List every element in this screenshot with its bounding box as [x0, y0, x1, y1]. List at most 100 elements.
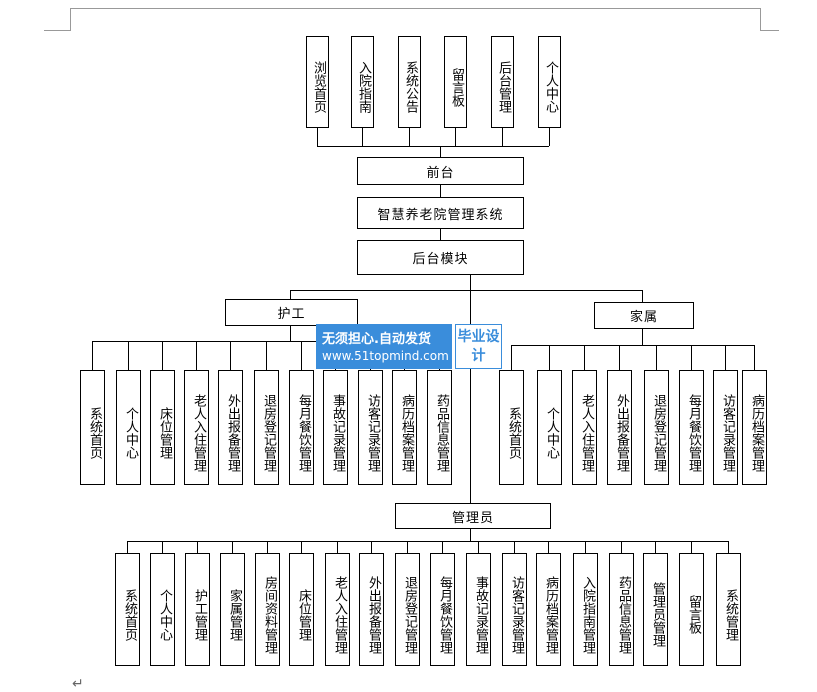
admin-item-label: 护工管理 — [192, 588, 207, 641]
nurse-item-connector — [230, 341, 231, 370]
front-item-label: 浏览首页 — [311, 61, 326, 113]
nurse-item-label: 每月餐饮管理 — [296, 393, 311, 472]
family-item: 退房登记管理 — [644, 370, 669, 485]
front-item: 系统公告 — [398, 36, 421, 128]
nurse-node-label: 护工 — [277, 307, 306, 322]
admin-item-connector — [691, 541, 692, 553]
front-item: 浏览首页 — [306, 36, 329, 128]
admin-item-connector — [232, 541, 233, 553]
nurse-item-connector — [301, 341, 302, 370]
admin-item-label: 外出报备管理 — [366, 575, 381, 654]
system-node-label: 智慧养老院管理系统 — [377, 207, 504, 223]
nurse-item-label: 老人入住管理 — [191, 393, 206, 472]
page-corner-top-left — [44, 8, 71, 31]
system-to-backend — [440, 229, 441, 240]
nurse-item: 老人入住管理 — [184, 370, 209, 485]
front-item-connector — [409, 128, 410, 146]
admin-item: 个人中心 — [150, 553, 175, 666]
front-item-connector — [317, 128, 318, 146]
admin-item-label: 退房登记管理 — [402, 575, 417, 654]
admin-node-to-bus — [470, 529, 471, 541]
family-item-label: 老人入住管理 — [579, 393, 594, 472]
nurse-item-label: 病历档案管理 — [399, 393, 414, 472]
family-item-label: 每月餐饮管理 — [686, 393, 701, 472]
front-bus — [317, 146, 549, 147]
front-item-label: 后台管理 — [496, 61, 511, 113]
front-node-label: 前台 — [426, 165, 455, 181]
front-item-label: 个人中心 — [543, 61, 558, 113]
watermark-badge: 无须担心.自动发货 www.51topmind.com 毕业设计 — [316, 324, 502, 369]
admin-item-connector — [442, 541, 443, 553]
family-item-connector — [584, 345, 585, 370]
nurse-item-label: 床位管理 — [157, 406, 172, 459]
admin-item-connector — [548, 541, 549, 553]
admin-item-connector — [514, 541, 515, 553]
family-item-connector — [511, 345, 512, 370]
nurse-item-label: 药品信息管理 — [434, 393, 449, 472]
nurse-item-label: 系统首页 — [87, 406, 102, 459]
family-item: 系统首页 — [499, 370, 524, 485]
admin-item: 外出报备管理 — [359, 553, 384, 666]
nurse-item-connector — [196, 341, 197, 370]
admin-item-connector — [162, 541, 163, 553]
paragraph-return-mark: ↵ — [72, 676, 84, 692]
nurse-node-to-bus — [290, 326, 291, 341]
admin-item-label: 房间资料管理 — [262, 575, 277, 654]
admin-item-connector — [371, 541, 372, 553]
family-item-label: 外出报备管理 — [614, 393, 629, 472]
nurse-item: 系统首页 — [80, 370, 105, 485]
admin-item-label: 每月餐饮管理 — [437, 575, 452, 654]
front-item-label: 入院指南 — [356, 61, 371, 113]
system-node: 智慧养老院管理系统 — [357, 197, 524, 229]
front-item-label: 系统公告 — [403, 61, 418, 113]
admin-item: 管理员管理 — [643, 553, 668, 666]
admin-item-label: 系统首页 — [122, 588, 137, 641]
admin-item-connector — [621, 541, 622, 553]
front-item-connector — [362, 128, 363, 146]
backend-node-label: 后台模块 — [412, 252, 469, 267]
family-item: 老人入住管理 — [572, 370, 597, 485]
admin-item-label: 老人入住管理 — [332, 575, 347, 654]
nurse-item: 事故记录管理 — [323, 370, 348, 485]
bus-to-nurse — [290, 290, 291, 299]
front-to-front-node — [440, 146, 441, 157]
front-item: 留言板 — [444, 36, 467, 128]
family-item-label: 退房登记管理 — [651, 393, 666, 472]
nurse-item: 每月餐饮管理 — [289, 370, 314, 485]
front-item-connector — [549, 128, 550, 146]
admin-node: 管理员 — [395, 503, 551, 529]
admin-item: 家属管理 — [220, 553, 245, 666]
admin-item-label: 家属管理 — [227, 588, 242, 641]
watermark-tag: 毕业设计 — [455, 324, 502, 369]
family-item-label: 系统首页 — [506, 406, 521, 459]
admin-item-connector — [267, 541, 268, 553]
watermark-line1: 无须担心.自动发货 — [322, 332, 431, 347]
family-node-to-bus — [642, 329, 643, 345]
watermark-panel: 无须担心.自动发货 www.51topmind.com — [316, 324, 452, 369]
nurse-item-label: 退房登记管理 — [261, 393, 276, 472]
nurse-node: 护工 — [225, 299, 358, 326]
admin-item-label: 床位管理 — [296, 588, 311, 641]
backend-node: 后台模块 — [357, 240, 524, 275]
admin-item-connector — [197, 541, 198, 553]
nurse-item: 访客记录管理 — [358, 370, 383, 485]
admin-item: 留言板 — [679, 553, 704, 666]
admin-item-label: 入院指南管理 — [580, 575, 595, 654]
page-corner-top-left-line — [70, 8, 760, 9]
family-item-label: 病历档案管理 — [749, 393, 764, 472]
admin-item: 房间资料管理 — [255, 553, 280, 666]
admin-item-connector — [127, 541, 128, 553]
admin-item: 访客记录管理 — [502, 553, 527, 666]
admin-item-label: 病历档案管理 — [543, 575, 558, 654]
nurse-item: 退房登记管理 — [254, 370, 279, 485]
nurse-item-label: 事故记录管理 — [330, 393, 345, 472]
nurse-item: 个人中心 — [116, 370, 141, 485]
admin-item-connector — [407, 541, 408, 553]
admin-item-connector — [337, 541, 338, 553]
nurse-item-connector — [162, 341, 163, 370]
nurse-item-label: 访客记录管理 — [365, 393, 380, 472]
nurse-item-connector — [92, 341, 93, 370]
admin-item-label: 访客记录管理 — [509, 575, 524, 654]
admin-node-label: 管理员 — [451, 510, 494, 526]
